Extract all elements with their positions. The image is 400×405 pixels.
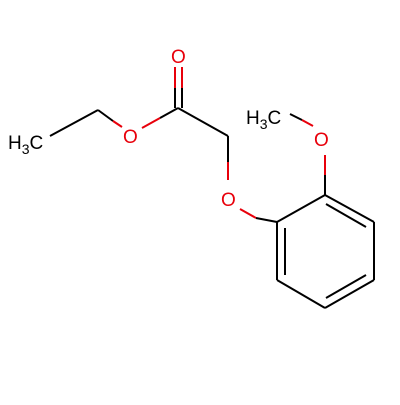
atom-labels: H3C O O O O H3C	[8, 47, 329, 211]
ring-inner-1	[325, 203, 367, 228]
ring-bond-4	[324, 279, 375, 309]
bond-aro-ring-red	[239, 208, 257, 219]
bond-carbonyl-ch2	[177, 107, 229, 137]
atom-ester-o: O	[123, 127, 138, 148]
ring-bond-2	[324, 194, 375, 223]
bond-o-carbonyl-red	[141, 117, 161, 129]
bond-o-carbonyl	[159, 107, 179, 119]
bond-ch2-o	[97, 109, 114, 122]
ring-bond-5	[276, 279, 326, 309]
atom-methoxy-ch3: H3C	[246, 108, 281, 132]
bonds	[49, 67, 375, 309]
ring-inner-2	[325, 274, 367, 299]
atom-methoxy-o: O	[314, 130, 329, 151]
bond-ome-ch3	[289, 113, 303, 121]
bond-aro-ring	[255, 217, 278, 223]
bond-ome-ch3-red	[301, 119, 314, 127]
atom-carbonyl-o: O	[171, 47, 186, 68]
atom-ethyl-ch3: H3C	[8, 133, 43, 157]
ring-bond-1	[276, 194, 326, 223]
atom-aryl-ether-o: O	[221, 190, 236, 211]
bond-ch3-ch2	[49, 109, 99, 137]
bond-ch2-o-red	[112, 120, 123, 128]
